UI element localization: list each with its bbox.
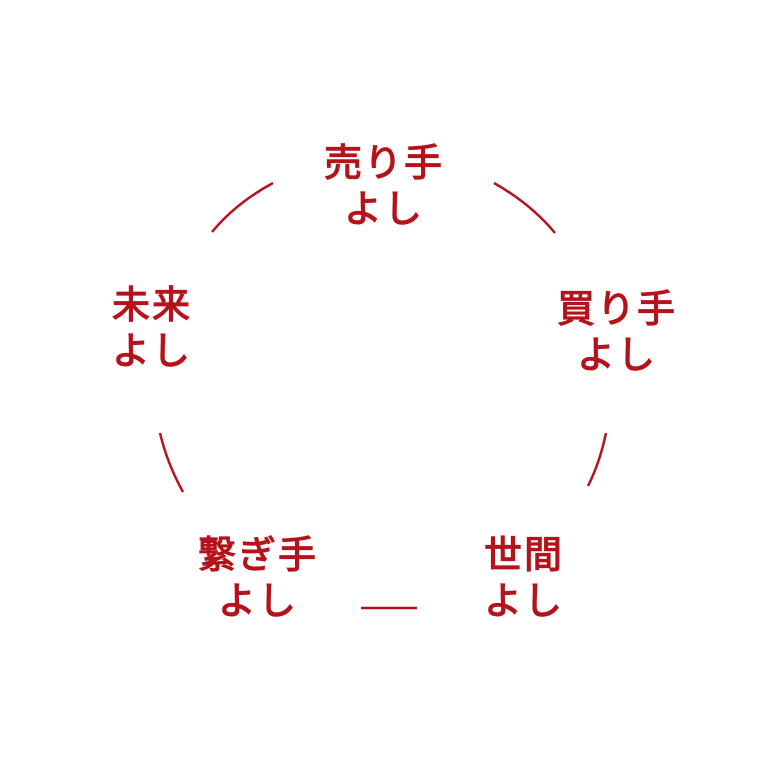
node-seller-good-sublabel: よし xyxy=(343,186,425,232)
connector-buy-to-society xyxy=(586,432,608,487)
node-buyer-good-label: 買り手 xyxy=(556,286,678,331)
node-society-good-sublabel: よし xyxy=(483,578,565,624)
node-connector-good-label: 繋ぎ手 xyxy=(197,532,319,577)
node-society-good: 世間 よし xyxy=(484,532,564,625)
connector-sell-to-buy xyxy=(493,181,556,234)
node-buyer-good: 買り手 よし xyxy=(557,286,677,379)
node-seller-good-label: 売り手 xyxy=(323,140,445,185)
connector-connect-to-future xyxy=(158,432,185,493)
node-buyer-good-sublabel: よし xyxy=(576,332,658,378)
node-connector-good: 繋ぎ手 よし xyxy=(198,532,318,625)
connector-future-to-sell xyxy=(211,181,274,233)
node-seller-good: 売り手 よし xyxy=(324,140,444,233)
node-connector-good-sublabel: よし xyxy=(217,578,299,624)
node-future-good-sublabel: よし xyxy=(111,328,193,374)
node-future-good: 未来 よし xyxy=(112,282,192,375)
node-future-good-label: 未来 xyxy=(111,282,193,327)
node-society-good-label: 世間 xyxy=(483,532,565,577)
